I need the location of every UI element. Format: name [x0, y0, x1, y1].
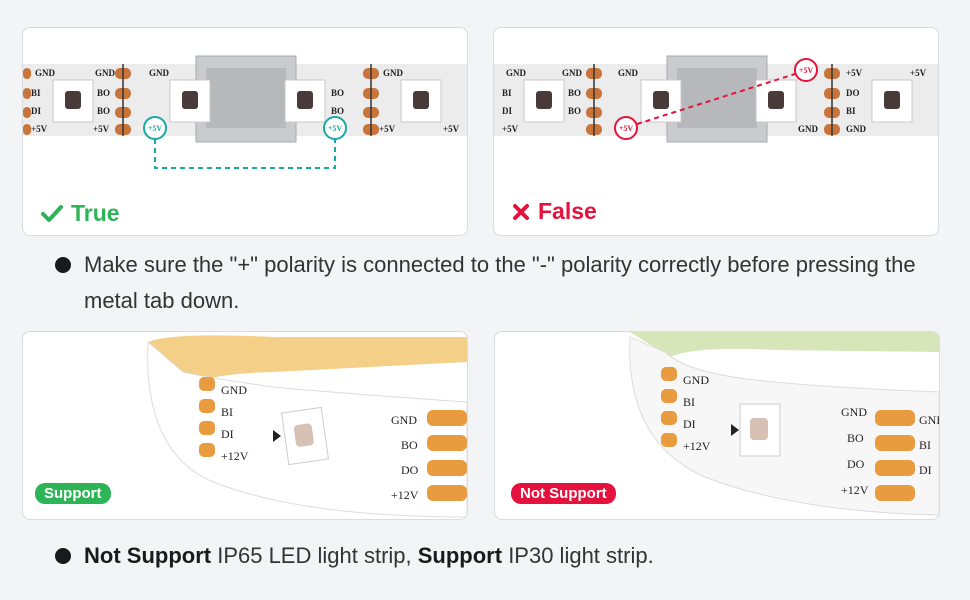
label-gnd: GND: [683, 373, 709, 387]
label-gnd: GND: [841, 405, 867, 419]
label-di: DI: [683, 417, 696, 431]
support-example-panel: GND BI DI +12V GND BO DO +12V Support: [22, 331, 468, 520]
label-gnd: GND: [391, 413, 417, 427]
not-support-emphasis: Not Support: [84, 543, 212, 568]
label-5v-flipped: +5V: [910, 68, 927, 78]
label-gnd: GND: [221, 383, 247, 397]
false-label: False: [538, 198, 597, 224]
true-label: True: [71, 200, 120, 226]
label-gnd: GND: [149, 68, 170, 78]
label-gnd: GND: [95, 68, 116, 78]
label-gnd: GND: [506, 68, 527, 78]
ip30-text: IP30 light strip.: [502, 543, 654, 568]
label-gnd: GND: [383, 68, 404, 78]
label-do: DO: [846, 88, 860, 98]
label-bo: BO: [331, 106, 344, 116]
label-do: DO: [847, 457, 865, 471]
label-gnd: GND: [35, 68, 56, 78]
true-verdict: True: [41, 200, 120, 227]
label-5v: +5V: [93, 124, 110, 134]
label-bo: BO: [97, 88, 110, 98]
label-bo: BO: [401, 438, 418, 452]
true-example-panel: GND GND GND GND BI BO DI BO +5V +5V BO B…: [22, 27, 468, 236]
label-bo: BO: [568, 88, 581, 98]
cross-icon: [513, 203, 529, 220]
label-bi: BI: [846, 106, 856, 116]
false-verdict: False: [512, 198, 597, 225]
plus5v-marker: +5V: [148, 124, 163, 133]
polarity-note: Make sure the "+" polarity is connected …: [55, 247, 935, 319]
support-badge: Support: [35, 483, 111, 504]
label-12v: +12V: [841, 483, 869, 497]
ip-rating-note: Not Support IP65 LED light strip, Suppor…: [55, 538, 935, 574]
plus5v-marker: +5V: [799, 66, 814, 75]
label-gnd: GND: [846, 124, 867, 134]
label-5v: +5V: [443, 124, 460, 134]
bullet-dot-icon: [55, 257, 71, 273]
ip30-strip-illustration: GND BI DI +12V GND BO DO +12V: [147, 335, 467, 518]
label-bi: BI: [683, 395, 695, 409]
label-gnd: GND: [919, 413, 939, 427]
label-bo: BO: [97, 106, 110, 116]
label-12v: +12V: [683, 439, 711, 453]
label-bo: BO: [568, 106, 581, 116]
plus5v-marker: +5V: [328, 124, 343, 133]
plus5v-marker: +5V: [619, 124, 634, 133]
ip-rating-note-text: Not Support IP65 LED light strip, Suppor…: [84, 538, 935, 574]
label-do: DO: [401, 463, 419, 477]
label-5v: +5V: [31, 124, 48, 134]
polarity-note-text: Make sure the "+" polarity is connected …: [84, 252, 916, 313]
label-bi: BI: [31, 88, 41, 98]
not-support-badge: Not Support: [511, 483, 616, 504]
label-bi: BI: [502, 88, 512, 98]
label-5v: +5V: [379, 124, 396, 134]
label-di: DI: [31, 106, 41, 116]
label-gnd: GND: [562, 68, 583, 78]
label-di: DI: [221, 427, 234, 441]
label-bo: BO: [331, 88, 344, 98]
support-emphasis: Support: [417, 543, 503, 568]
label-bi: BI: [221, 405, 233, 419]
incorrect-connection-illustration: GND GND GND BI BO DI BO +5V +5V +5V DO B…: [494, 55, 938, 143]
label-bo: BO: [847, 431, 864, 445]
label-bi: BI: [919, 438, 931, 452]
not-support-example-panel: GND BI DI +12V GND BO DO +12V GND BI DI …: [494, 331, 940, 520]
label-gnd: GND: [798, 124, 819, 134]
label-gnd: GND: [618, 68, 639, 78]
label-di: DI: [502, 106, 512, 116]
ip65-text: IP65 LED light strip,: [211, 543, 418, 568]
bullet-dot-icon: [55, 548, 71, 564]
checkmark-icon: [41, 204, 63, 222]
label-12v: +12V: [221, 449, 249, 463]
label-12v: +12V: [391, 488, 419, 502]
correct-connection-illustration: GND GND GND GND BI BO DI BO +5V +5V BO B…: [23, 55, 467, 169]
label-di: DI: [919, 463, 932, 477]
false-example-panel: GND GND GND BI BO DI BO +5V +5V +5V DO B…: [493, 27, 939, 236]
ip65-strip-illustration: GND BI DI +12V GND BO DO +12V GND BI DI: [629, 332, 939, 516]
label-5v-flipped: +5V: [846, 68, 863, 78]
label-5v: +5V: [502, 124, 519, 134]
